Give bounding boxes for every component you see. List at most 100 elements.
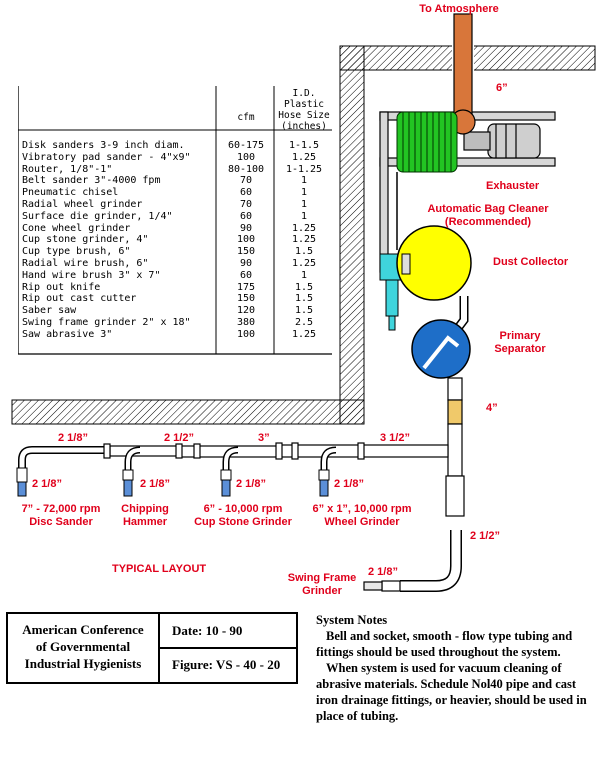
org-name-line2: of Governmental [35, 639, 131, 654]
table-cell-tool: Cup type brush, 6" [22, 246, 131, 258]
table-cell-tool: Pneumatic chisel [22, 187, 119, 199]
label-cup-stone-line1: 6” - 10,000 rpm [203, 503, 283, 515]
label-drop-swing-2-1-2: 2 1/2” [470, 530, 500, 542]
table-cell-cfm: 60-175 [227, 140, 265, 151]
table-cell-tool: Radial wire brush, 6" [22, 258, 149, 269]
label-stack-6in: 6” [496, 82, 508, 94]
building-walls [11, 45, 596, 425]
table-cell-cfm: 70 [239, 175, 253, 187]
table-cell-cfm: 380 [236, 317, 256, 328]
table-header-hose-line1: I.D. Plastic [283, 88, 325, 110]
tool-drop-swing-frame [363, 530, 462, 592]
table-cell-hose: 1 [300, 269, 308, 281]
label-duct-2-1-8-a: 2 1/8” [58, 432, 88, 444]
table-header-hose: I.D. Plastic Hose Size (inches) [276, 88, 332, 132]
table-cell-hose: 1.5 [294, 246, 314, 258]
main-riser [445, 377, 465, 517]
table-row: Belt sander 3"-4000 fpm 70 1 [18, 175, 332, 186]
label-drop-disc-sander: 2 1/8” [32, 478, 62, 490]
title-block: American Conference of Governmental Indu… [6, 612, 298, 684]
tool-drop-chipping-hammer [122, 446, 141, 497]
table-cell-hose: 1.25 [291, 234, 317, 246]
table-cell-tool: Swing frame grinder 2" x 18" [22, 317, 191, 328]
notes-title: System Notes [316, 613, 388, 627]
label-drop-cup-stone: 2 1/8” [236, 478, 266, 490]
org-name-line1: American Conference [22, 622, 144, 637]
label-drop-chipping: 2 1/8” [140, 478, 170, 490]
table-cell-hose: 1.25 [291, 258, 317, 269]
title-block-mid-divider [158, 647, 296, 649]
label-drop-wheel: 2 1/8” [334, 478, 364, 490]
org-name-line3: Industrial Hygienists [24, 656, 142, 671]
notes-paragraph-1: Bell and socket, smooth - flow type tubi… [316, 629, 573, 659]
table-cell-cfm: 70 [239, 199, 253, 210]
table-cell-cfm: 90 [239, 258, 253, 269]
table-cell-tool: Saber saw [22, 305, 77, 317]
table-cell-tool: Vibratory pad sander - 4"x9" [22, 151, 191, 163]
figure-number: Figure: VS - 40 - 20 [172, 657, 281, 672]
table-cell-hose: 1 [300, 199, 308, 210]
table-cell-tool: Router, 1/8"-1" [22, 163, 113, 175]
table-cell-cfm: 90 [239, 222, 253, 234]
table-cell-cfm: 80-100 [227, 163, 265, 175]
table-header-cfm: cfm [237, 112, 255, 123]
table-cell-hose: 2.5 [294, 317, 314, 328]
label-wheel-line2: Wheel Grinder [324, 516, 400, 528]
table-frame [18, 86, 332, 355]
table-cell-tool: Radial wheel grinder [22, 199, 143, 210]
table-row: Rip out cast cutter 150 1.5 [18, 293, 332, 304]
table-cell-cfm: 175 [236, 281, 256, 293]
dust-collector [396, 225, 472, 301]
table-cell-tool: Rip out cast cutter [22, 293, 137, 305]
table-cell-tool: Disk sanders 3-9 inch diam. [22, 140, 185, 151]
label-to-atmosphere: To Atmosphere [419, 3, 499, 15]
table-header-hose-line3: (inches) [281, 121, 327, 132]
table-cell-cfm: 100 [236, 328, 256, 340]
tool-drop-wheel-grinder [318, 446, 337, 497]
table-cell-tool: Hand wire brush 3" x 7" [22, 269, 161, 281]
label-exhauster: Exhauster [486, 180, 540, 192]
table-row: Pneumatic chisel 60 1 [18, 187, 332, 198]
label-bag-cleaner-line1: Automatic Bag Cleaner [427, 203, 549, 215]
table-cell-tool: Saw abrasive 3" [22, 328, 113, 340]
table-header-hose-line2: Hose Size [278, 110, 330, 121]
table-cell-tool: Belt sander 3"-4000 fpm [22, 175, 161, 187]
table-cell-tool: Rip out knife [22, 281, 101, 293]
label-bag-cleaner-line2: (Recommended) [444, 216, 532, 228]
table-row: Saw abrasive 3" 100 1.25 [18, 329, 332, 340]
label-wheel-line1: 6” x 1”, 10,000 rpm [312, 503, 412, 515]
tool-drop-cup-stone-grinder [220, 446, 239, 497]
tool-drop-disc-sander [16, 467, 28, 497]
label-duct-3: 3” [258, 432, 270, 444]
label-wheel-grinder: 6” x 1”, 10,000 rpm Wheel Grinder [300, 503, 424, 529]
table-cell-hose: 1 [300, 175, 308, 187]
table-cell-hose: 1 [300, 210, 308, 222]
label-chipping-hammer: Chipping Hammer [110, 503, 180, 529]
table-cell-hose: 1.25 [291, 151, 317, 163]
label-chipping-line2: Hammer [122, 516, 168, 528]
label-primary-line2: Separator [494, 343, 546, 355]
label-primary-separator: Primary Separator [480, 330, 560, 356]
table-cell-hose: 1.5 [294, 293, 314, 305]
table-cell-cfm: 60 [239, 187, 253, 199]
table-cell-tool: Surface die grinder, 1/4" [22, 210, 173, 222]
table-cell-hose: 1-1.25 [285, 163, 323, 175]
label-dust-collector: Dust Collector [493, 256, 569, 268]
bag-cleaner [379, 253, 403, 331]
label-disc-sander-line1: 7” - 72,000 rpm [21, 503, 101, 515]
table-cell-cfm: 120 [236, 305, 256, 317]
table-cell-hose: 1 [300, 187, 308, 199]
label-cup-stone-grinder: 6” - 10,000 rpm Cup Stone Grinder [184, 503, 302, 529]
table-cell-cfm: 60 [239, 210, 253, 222]
table-cell-cfm: 150 [236, 293, 256, 305]
label-riser-4in: 4” [486, 402, 498, 414]
label-cup-stone-line2: Cup Stone Grinder [194, 516, 292, 528]
table-cell-hose: 1.25 [291, 328, 317, 340]
